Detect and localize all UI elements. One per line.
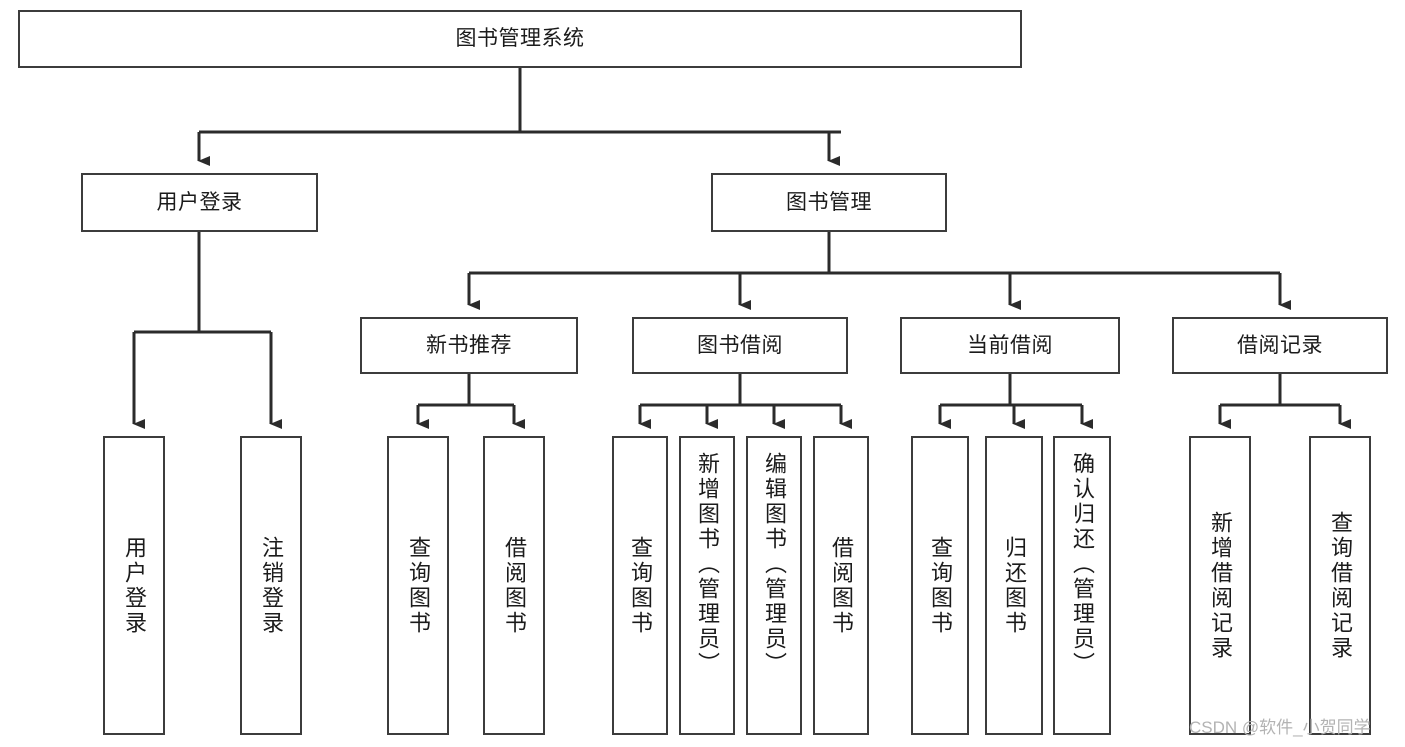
node-leaf-query-book-recommend[interactable]: 查询图书 xyxy=(387,436,449,735)
node-label: 新增借阅记录 xyxy=(1208,510,1233,661)
node-label: 图书借阅 xyxy=(697,333,783,357)
node-label: 用户登录 xyxy=(156,190,243,214)
node-leaf-edit-book[interactable]: 编辑图书（管理员） xyxy=(746,436,802,735)
node-label: 注销登录 xyxy=(259,535,284,636)
node-leaf-borrow-book-recommend[interactable]: 借阅图书 xyxy=(483,436,545,735)
node-leaf-return-book[interactable]: 归还图书 xyxy=(985,436,1043,735)
node-label: 编辑图书（管理员） xyxy=(762,452,787,677)
node-label: 借阅图书 xyxy=(829,535,854,636)
node-leaf-logout[interactable]: 注销登录 xyxy=(240,436,302,735)
node-leaf-add-book[interactable]: 新增图书（管理员） xyxy=(679,436,735,735)
node-label: 确认归还（管理员） xyxy=(1070,452,1095,677)
node-leaf-borrow-book[interactable]: 借阅图书 xyxy=(813,436,869,735)
node-label: 查询图书 xyxy=(628,535,653,636)
node-borrow-record[interactable]: 借阅记录 xyxy=(1172,317,1388,374)
node-leaf-query-book-current[interactable]: 查询图书 xyxy=(911,436,969,735)
node-book-borrow[interactable]: 图书借阅 xyxy=(632,317,848,374)
node-current-borrow[interactable]: 当前借阅 xyxy=(900,317,1120,374)
node-book-management-system[interactable]: 图书管理系统 xyxy=(18,10,1022,68)
node-label: 图书管理系统 xyxy=(455,27,585,51)
node-leaf-user-login[interactable]: 用户登录 xyxy=(103,436,165,735)
node-label: 查询图书 xyxy=(928,535,953,636)
node-leaf-query-book-borrow[interactable]: 查询图书 xyxy=(612,436,668,735)
node-label: 新增图书（管理员） xyxy=(695,452,720,677)
node-new-book-recommend[interactable]: 新书推荐 xyxy=(360,317,578,374)
node-label: 用户登录 xyxy=(122,535,147,636)
node-label: 查询借阅记录 xyxy=(1328,510,1353,661)
node-label: 借阅记录 xyxy=(1237,333,1323,357)
node-label: 借阅图书 xyxy=(502,535,527,636)
node-book-manage[interactable]: 图书管理 xyxy=(711,173,947,232)
node-leaf-query-borrow-record[interactable]: 查询借阅记录 xyxy=(1309,436,1371,735)
node-user-login[interactable]: 用户登录 xyxy=(81,173,318,232)
node-leaf-confirm-return[interactable]: 确认归还（管理员） xyxy=(1053,436,1111,735)
node-label: 查询图书 xyxy=(406,535,431,636)
node-label: 新书推荐 xyxy=(426,333,512,357)
node-label: 图书管理 xyxy=(786,190,872,214)
node-label: 归还图书 xyxy=(1002,535,1027,636)
node-leaf-add-borrow-record[interactable]: 新增借阅记录 xyxy=(1189,436,1251,735)
node-label: 当前借阅 xyxy=(967,333,1053,357)
